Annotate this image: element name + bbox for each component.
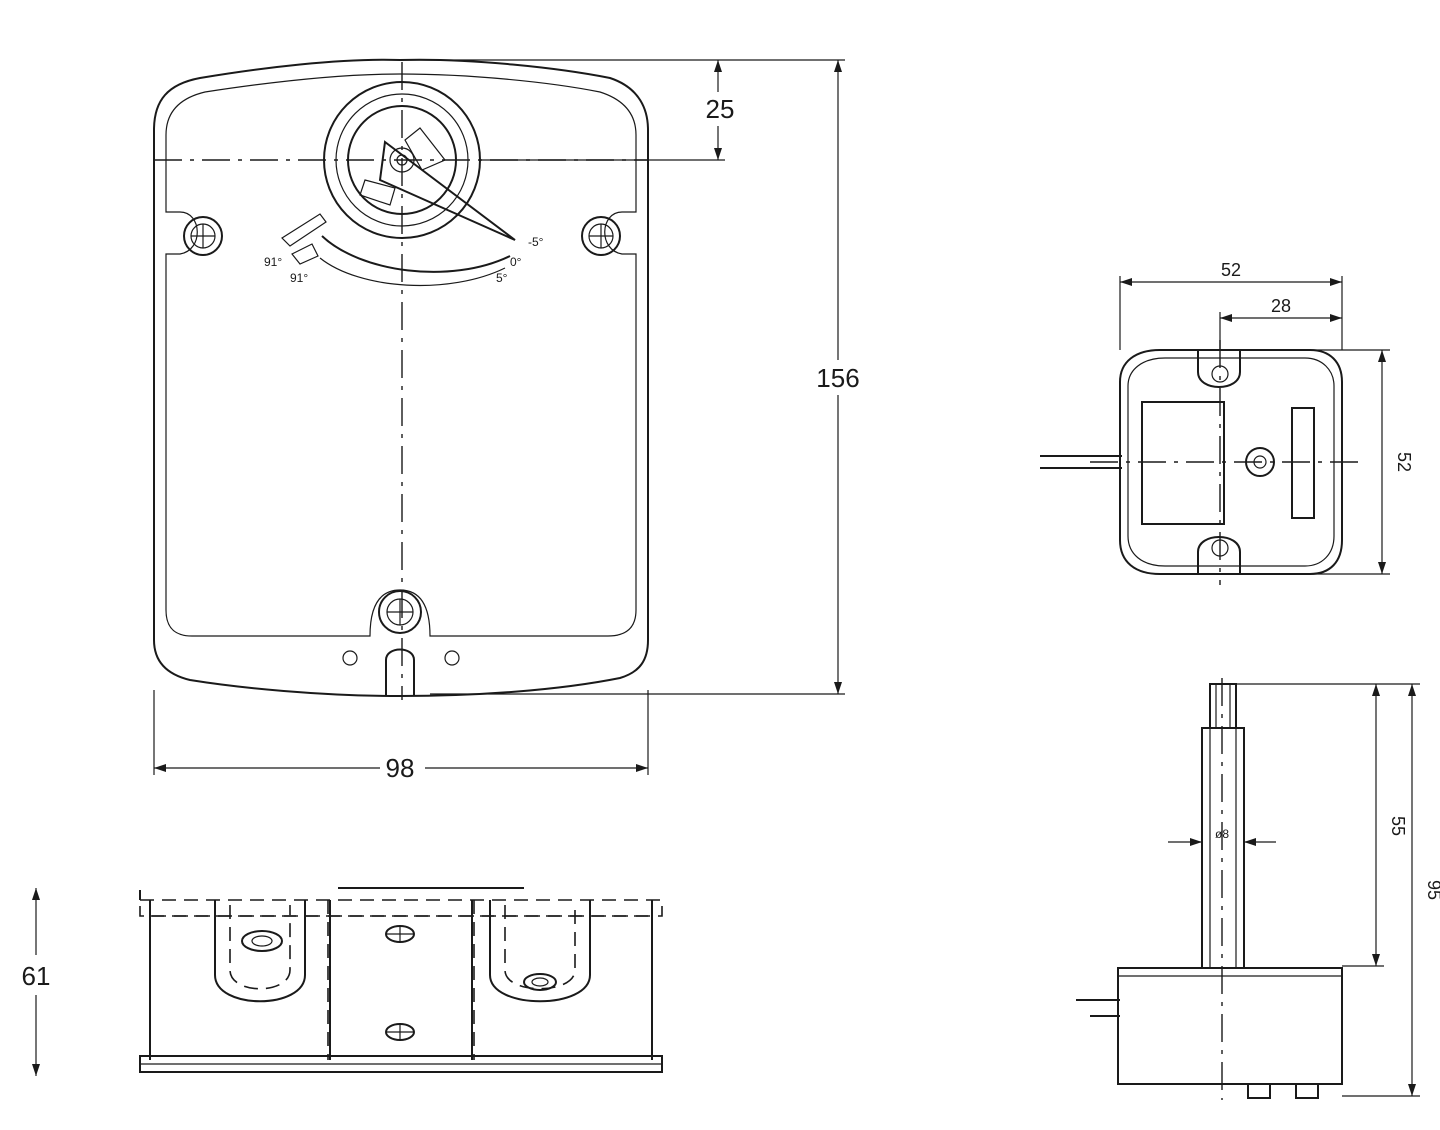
dim-probe-diameter: ø8 bbox=[1215, 827, 1229, 841]
mid-hole-bottom-icon bbox=[385, 1023, 415, 1041]
angle-label-minus5: -5° bbox=[528, 235, 544, 249]
angle-label-91-top: 91° bbox=[264, 255, 282, 269]
screw-bottom-icon bbox=[378, 590, 422, 634]
sensor-top-view: 52 28 52 bbox=[1040, 260, 1414, 585]
sensor-body bbox=[1117, 967, 1343, 1085]
sensor-probe bbox=[1201, 727, 1245, 969]
bolt-left-icon bbox=[241, 930, 283, 952]
sensor-terminal-block bbox=[1141, 401, 1225, 525]
sensor-probe-tip bbox=[1209, 683, 1237, 729]
base-slot bbox=[385, 648, 415, 696]
angle-label-91-bottom: 91° bbox=[290, 271, 308, 285]
housing-inner-outline bbox=[165, 73, 637, 637]
screw-right-icon bbox=[581, 216, 621, 256]
dim-sensor-offset-28: 28 bbox=[1271, 296, 1291, 316]
dim-sensor-width-52: 52 bbox=[1221, 260, 1241, 280]
sensor-connector bbox=[1291, 407, 1315, 519]
bolt-right-icon bbox=[523, 973, 557, 991]
angle-label-five: 5° bbox=[496, 271, 508, 285]
front-view: -5° 0° 5° 91° 91° bbox=[153, 58, 649, 700]
angle-label-zero: 0° bbox=[510, 255, 522, 269]
dim-probe-length-55: 55 bbox=[1388, 816, 1408, 836]
dim-shaft-offset-25: 25 bbox=[706, 94, 735, 124]
sensor-side-view: ø8 55 95 bbox=[1076, 678, 1440, 1100]
front-dimensions: 98 156 25 bbox=[153, 59, 860, 783]
scale-arc-inner bbox=[319, 257, 506, 287]
vent-hole-right bbox=[444, 650, 460, 666]
scale-arc-outer bbox=[321, 235, 511, 273]
shaft-hub bbox=[323, 81, 516, 241]
bottom-view: 61 bbox=[22, 887, 663, 1076]
vent-hole-left bbox=[342, 650, 358, 666]
screw-left-icon bbox=[183, 216, 223, 256]
dim-total-length-95: 95 bbox=[1424, 880, 1440, 900]
sensor-housing-outline bbox=[1119, 349, 1343, 575]
dim-width-98: 98 bbox=[386, 753, 415, 783]
mid-hole-top-icon bbox=[385, 925, 415, 943]
dim-height-156: 156 bbox=[816, 363, 859, 393]
dim-depth-61: 61 bbox=[22, 961, 51, 991]
dim-sensor-height-52: 52 bbox=[1394, 452, 1414, 472]
